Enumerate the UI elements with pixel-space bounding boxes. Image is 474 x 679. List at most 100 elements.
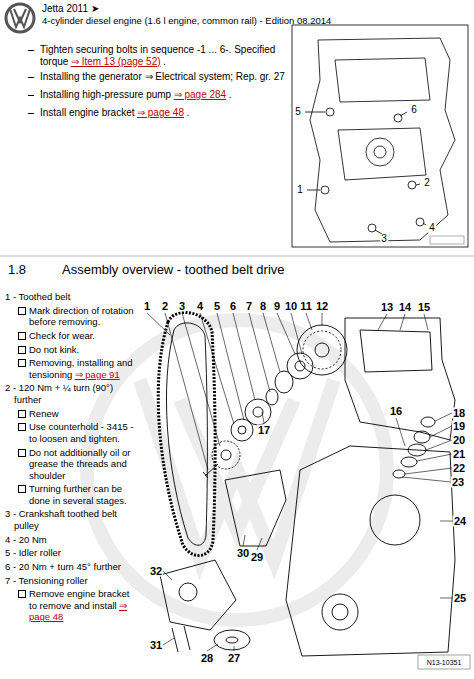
list-text: Turning further can be done in several s… [29,483,127,506]
callout-number: 22 [452,463,466,474]
note-item: Do not kink. [29,344,139,356]
callout-number: 28 [200,653,214,664]
header-text: 4-cylinder diesel engine (1.6 l engine, … [42,15,331,26]
callout-number: 2 [161,301,169,312]
callout-number: 3 [178,301,186,312]
callout-number: 25 [453,593,467,604]
bullet-item: Installing high-pressure pump⇒ page 284. [40,89,285,101]
link-text: ⇒ Item 13 (page 52) [71,56,161,67]
callout-number: 30 [236,548,250,559]
note-item: Renew [29,408,139,420]
bolt-sequence-figure [292,25,468,247]
callout-number: 14 [398,302,412,313]
callout-number: 27 [227,653,241,664]
callout-number: 32 [149,566,163,577]
callout-number: 18 [452,408,466,419]
part-entry: 6 - 20 Nm + turn 45° further [5,561,139,573]
section-title: Assembly overview - toothed belt drive [62,262,285,277]
link-text: ⇒ page 91 [75,369,120,380]
callout-number: 19 [452,421,466,432]
callout-number: 4 [196,301,204,312]
bullet-dash [28,77,34,78]
bullet-dash [28,50,34,51]
callout-number: 21 [452,449,466,460]
link-text: ⇒ page 284 [174,89,227,100]
figure-code: N13-10351 [426,659,463,666]
callout-number: 1 [296,185,304,195]
rule [0,256,474,257]
part-entry: 3 - Crankshaft toothed belt pulley [5,508,139,531]
checkbox [18,449,26,457]
list-text: 7 - Tensioning roller [5,575,88,586]
list-text: Use counterhold - 3415 - to loosen and t… [29,421,134,444]
list-text: 3 - Crankshaft toothed belt pulley [5,508,117,531]
checkbox [18,590,26,598]
vw-logo [6,4,34,32]
callout-number: 3 [380,234,388,244]
callout-number: 15 [417,302,431,313]
callout-number: 7 [245,301,253,312]
note-item: Use counterhold - 3415 - to loosen and t… [29,421,139,444]
callout-number: 12 [315,301,329,312]
bullet-dash [28,95,34,96]
checkbox [18,423,26,431]
note-item: Removing, installing and tensioning⇒ pag… [29,357,139,380]
callout-number: 20 [452,435,466,446]
leader-lines [147,313,453,651]
callout-number: 16 [389,406,403,417]
list-text: Remove engine bracket to remove and inst… [29,588,129,611]
checkbox [18,346,26,354]
instruction-text: . [229,89,232,100]
callout-number: 8 [259,301,267,312]
callout-number: 2 [423,178,431,188]
bullet-dash [28,113,34,114]
callout-number: 4 [428,223,436,233]
list-text: 4 - 20 Nm [5,534,47,545]
callout-number: 29 [250,552,264,563]
header-text: Jetta 2011 ➤ [42,3,99,14]
part-entry: 4 - 20 Nm [5,534,139,546]
bullet-item: Tighten securing bolts in sequence -1 ..… [40,44,285,68]
bullet-item: Install engine bracket⇒ page 48. [40,107,285,119]
checkbox [18,307,26,315]
section-number: 1.8 [8,262,26,277]
part-entry: 2 - 120 Nm + ¼ turn (90°) further [5,382,139,405]
belt-drive-drawing [158,312,470,669]
note-item: Mark direction of rotation before removi… [29,305,139,328]
part-entry: 5 - Idler roller [5,547,139,559]
callout-number: 5 [294,107,302,117]
callout-number: 9 [273,301,281,312]
part-entry: 7 - Tensioning roller [5,575,139,587]
parts-list: 1 - Toothed beltMark direction of rotati… [5,291,139,625]
callout-number: 11 [299,301,313,312]
instruction-text: Installing high-pressure pump [40,89,171,100]
note-item: Turning further can be done in several s… [29,483,139,506]
callout-number: 10 [284,301,298,312]
checkbox [18,485,26,493]
instruction-text: . [186,107,189,118]
callout-number: 6 [229,301,237,312]
list-text: Mark direction of rotation before removi… [29,305,134,328]
callout-number: 13 [380,302,394,313]
list-text: 1 - Toothed belt [5,291,70,302]
callout-number: 31 [149,640,163,651]
part-entry: 1 - Toothed belt [5,291,139,303]
callout-number: 1 [143,301,151,312]
note-item: Check for wear. [29,330,139,342]
callout-number: 24 [453,516,467,527]
callout-number: 17 [257,425,271,436]
checkbox [18,359,26,367]
list-text: Do not kink. [29,344,79,355]
checkbox [18,332,26,340]
instruction-text: . [163,56,166,67]
note-item: Remove engine bracket to remove and inst… [29,588,139,623]
callout-number: 5 [213,301,221,312]
link-text: ⇒ page 48 [137,107,184,118]
list-text: 2 - 120 Nm + ¼ turn (90°) further [5,382,113,405]
list-text: Check for wear. [29,330,95,341]
instruction-text: Install engine bracket [40,107,135,118]
list-text: Do not additionally oil or grease the th… [29,447,130,481]
callout-number: 6 [410,105,418,115]
note-item: Do not additionally oil or grease the th… [29,447,139,482]
